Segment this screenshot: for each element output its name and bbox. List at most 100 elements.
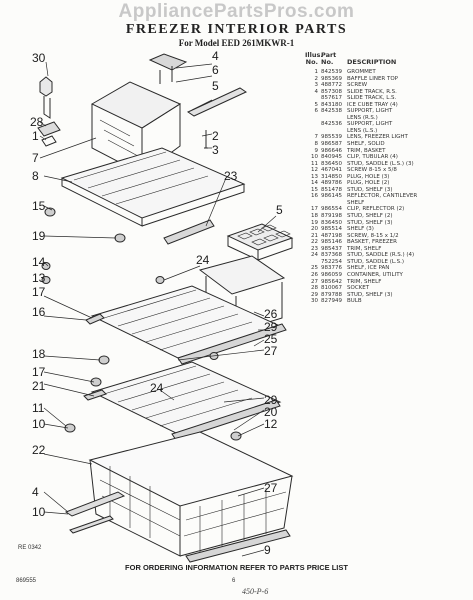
callout-4: 4 (212, 49, 219, 63)
parts-list-row: 842536 SUPPORT, LIGHT (305, 121, 471, 128)
callout-30: 30 (32, 51, 46, 65)
illus-number: 4 (314, 88, 319, 95)
part-description: GROMMET (347, 69, 376, 75)
part-description: STUD, SHELF (3) (347, 291, 393, 298)
part-description: SOCKET (347, 285, 370, 292)
part-description: BASKET, FREEZER (347, 239, 397, 246)
callout-11: 11 (32, 401, 45, 415)
part-number: 879198 (321, 213, 342, 220)
part-description: SCREW 8-15 x 5/8 (347, 167, 397, 174)
part-number: 314850 (321, 173, 342, 180)
parts-list-row: LENS (R.S.) (305, 115, 471, 122)
illus-number: 13 (311, 173, 318, 180)
callout-18: 18 (32, 347, 46, 361)
illus-number: 22 (311, 239, 318, 246)
part-number: 986145 (321, 193, 342, 200)
part-description: SHELF, SOLID (347, 141, 385, 148)
illus-number: 24 (311, 252, 318, 259)
part-description: SCREW (347, 82, 368, 89)
parts-list-header: Illus. No. Part No. DESCRIPTION (305, 51, 397, 66)
part-number: 985642 (321, 278, 342, 285)
part-description: BAFFLE LINER TOP (347, 75, 399, 82)
part-description: STUD, SADDLE (R.S.) (4) (347, 252, 415, 259)
illus-number: 1 (314, 69, 319, 75)
part-number: 842536 (321, 121, 342, 128)
part-number: 467041 (321, 167, 342, 174)
illus-number: 15 (311, 186, 318, 193)
shelf-trim-rod (163, 219, 215, 245)
callout-14: 14 (32, 255, 46, 269)
part-number: 836450 (321, 160, 342, 167)
ordering-note: FOR ORDERING INFORMATION REFER TO PARTS … (125, 563, 348, 572)
part-number: 488772 (321, 82, 342, 89)
illus-number: 20 (311, 226, 318, 233)
basket-trim (185, 529, 291, 563)
callout-29: 29 (264, 393, 278, 407)
watermark: AppliancePartsPros.com (118, 1, 355, 22)
illus-number: 21 (311, 232, 318, 239)
illus-number: 2 (314, 75, 319, 82)
callout-23: 23 (224, 169, 238, 183)
part-description: LENS (R.S.) (347, 114, 378, 121)
part-number: 985539 (321, 134, 342, 141)
part-number: 842538 (321, 108, 342, 115)
part-description: CLIP, TUBULAR (4) (347, 154, 398, 161)
part-number: 985146 (321, 239, 342, 246)
part-number: 837368 (321, 252, 342, 259)
part-description: STUD, SHELF (3) (347, 186, 393, 193)
part-number: 836450 (321, 219, 342, 226)
callout-21: 21 (32, 379, 46, 393)
part-description: REFLECTOR, CANTILEVER (347, 193, 418, 200)
illus-number: 25 (311, 265, 318, 272)
part-description: STUD, SHELF (2) (347, 213, 393, 220)
part-description: ICE CUBE TRAY (4) (347, 101, 398, 108)
part-number: 983776 (321, 265, 342, 272)
part-number: 986554 (321, 206, 342, 213)
part-description: SUPPORT, LIGHT (347, 121, 393, 128)
part-description: LENS, FREEZER LIGHT (347, 134, 408, 141)
part-number: 986646 (321, 147, 342, 154)
illus-number: 17 (311, 206, 318, 213)
drawing-reference-code: RE 0342 (18, 545, 42, 551)
callout-29: 29 (264, 320, 278, 334)
cantilever-shelf-upper (85, 285, 287, 365)
part-number: 985514 (321, 226, 342, 233)
illus-number: 10 (311, 154, 318, 161)
illus-number: 9 (314, 147, 319, 154)
part-number: 857617 (321, 95, 342, 102)
part-description: STUD, SADDLE (L.S.) (3) (347, 160, 414, 167)
illus-number: 7 (314, 134, 319, 141)
callout-16: 16 (32, 305, 46, 319)
callout-13: 13 (32, 271, 46, 285)
part-description: TRIM, SHELF (347, 278, 382, 285)
model-subtitle: For Model EED 261MKWR-1 (178, 38, 295, 48)
callout-10: 10 (32, 505, 46, 519)
callout-10: 10 (32, 417, 46, 431)
callout-5: 5 (212, 79, 219, 93)
part-number: 487198 (321, 232, 342, 239)
freezer-basket (88, 431, 294, 557)
callout-6: 6 (212, 63, 219, 77)
illus-number: 11 (311, 160, 318, 167)
part-number: 752254 (321, 258, 342, 265)
callout-27: 27 (264, 344, 278, 358)
part-description: CONTAINER, UTILITY (347, 271, 403, 278)
callout-9: 9 (264, 543, 271, 557)
part-number: 986587 (321, 141, 342, 148)
